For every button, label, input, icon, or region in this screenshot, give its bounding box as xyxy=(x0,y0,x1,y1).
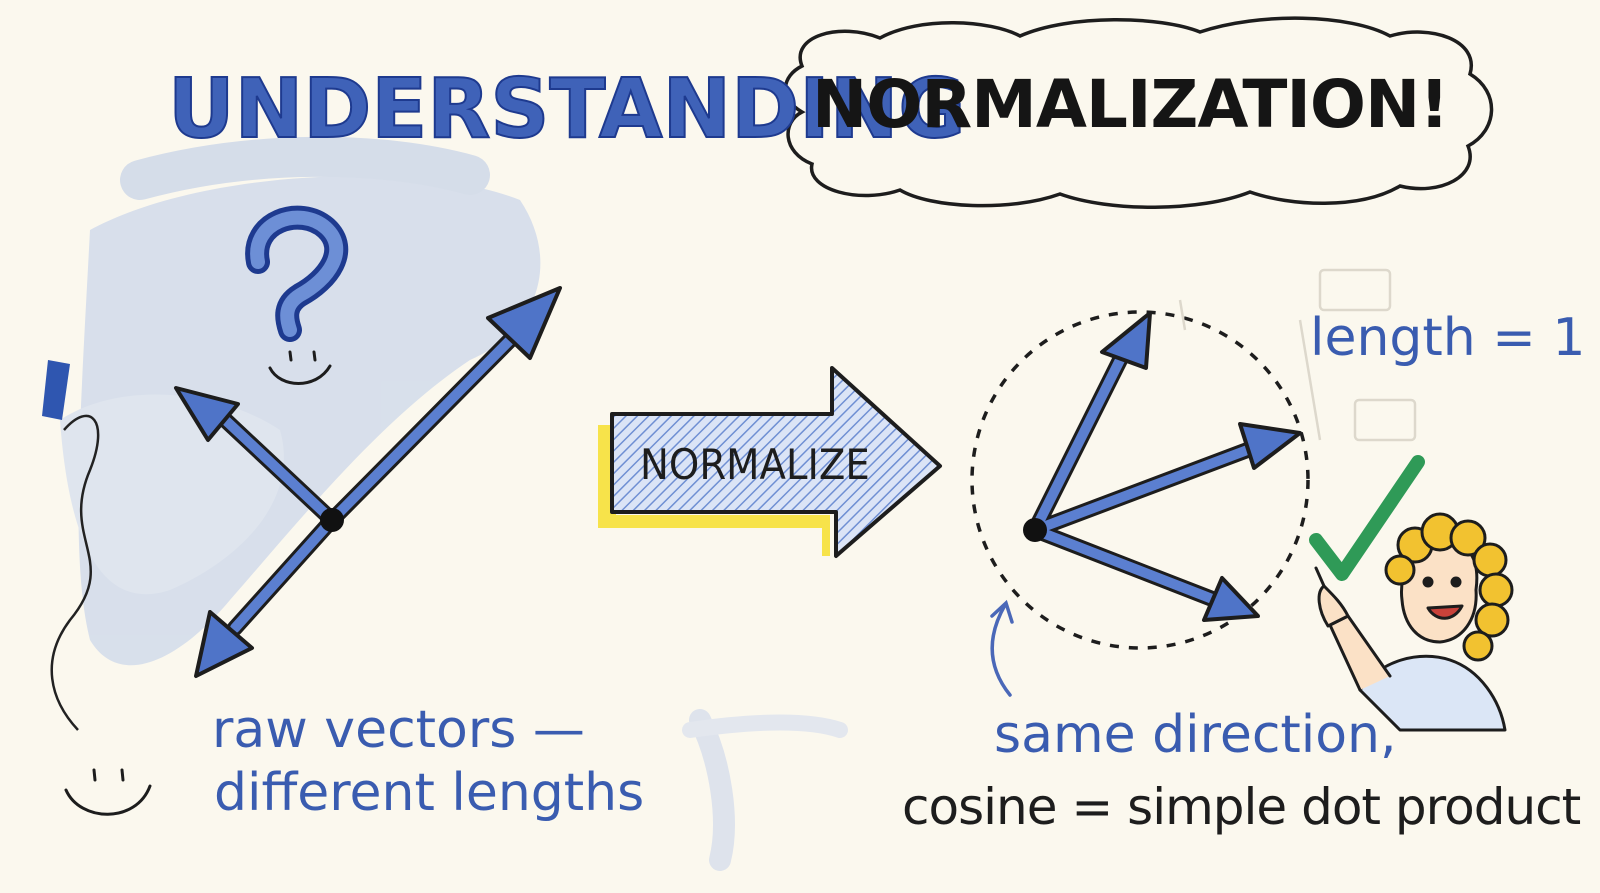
cartoon-character xyxy=(1314,512,1514,732)
blue-smudge-area xyxy=(60,136,848,871)
result-caption-line2: cosine = simple dot product xyxy=(902,778,1581,836)
arrowhead-icon xyxy=(1100,311,1152,370)
raw-vectors-diagram xyxy=(174,286,562,678)
question-mark-icon xyxy=(245,205,349,342)
title-cloud xyxy=(783,16,1494,209)
title-normalization: NORMALIZATION! xyxy=(812,66,1449,143)
result-caption-line1: same direction, xyxy=(994,705,1397,765)
arrowhead-icon xyxy=(174,386,240,442)
marker-cord xyxy=(50,414,100,731)
arrowhead-icon xyxy=(1202,576,1260,622)
unit-circle-diagram xyxy=(970,310,1310,650)
arrowhead-icon xyxy=(486,286,562,360)
arrowhead-icon xyxy=(194,610,254,678)
arrowhead-icon xyxy=(1238,422,1302,470)
smiley-icon xyxy=(64,768,152,816)
marker-icon xyxy=(42,360,70,420)
normalize-arrow-label: NORMALIZE xyxy=(640,440,870,489)
raw-vectors-caption-line1: raw vectors — xyxy=(212,700,585,760)
pointer-arrow xyxy=(990,599,1014,697)
title-understanding: UNDERSTANDING xyxy=(167,61,967,158)
raw-vectors-caption-line2: different lengths xyxy=(214,763,645,823)
check-mark-icon xyxy=(1309,455,1425,581)
normalize-arrow xyxy=(598,366,942,558)
smiley-icon xyxy=(268,350,332,385)
erased-sketch xyxy=(1178,268,1417,442)
length-label: length = 1 xyxy=(1310,308,1586,368)
